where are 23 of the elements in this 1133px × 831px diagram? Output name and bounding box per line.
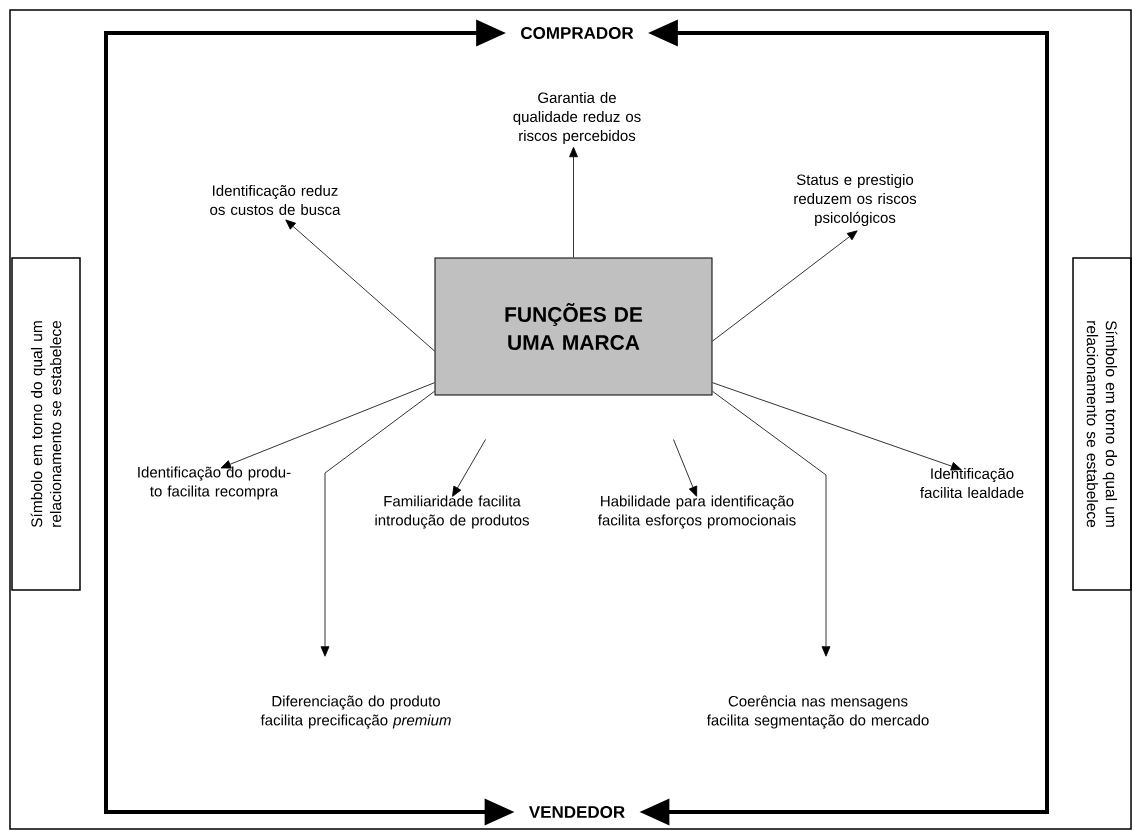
function-text: Coerência nas mensagens facilita segmentação do mercado <box>706 695 929 729</box>
arrow <box>220 382 435 469</box>
function-text: Diferenciação do produto facilita precificação premium <box>260 695 451 729</box>
function-text: Habilidade para identificação facilita esforços promocionais <box>598 495 796 529</box>
arrow <box>569 146 578 258</box>
arrow <box>673 439 698 497</box>
arrow <box>712 390 831 657</box>
symbol-box: Símbolo em torno do qual um relacionamento se estabelece <box>1072 257 1132 591</box>
function-text: Garantia de qualidade reduz os riscos percebidos <box>513 92 641 144</box>
function-text: Identificação reduz os custos de busca <box>210 185 341 215</box>
buyer-label: COMPRADOR <box>521 27 634 40</box>
function-box: FUNÇÕES DE UMA MARCA <box>434 257 713 396</box>
arrow <box>452 439 486 497</box>
arrow <box>285 219 435 352</box>
seller-label: VENDEDOR <box>528 806 625 819</box>
arrow <box>712 230 858 342</box>
function-text: Identificação facilita lealdade <box>920 468 1024 498</box>
function-text: Familiaridade facilita introdução de produtos <box>375 495 529 529</box>
function-text: Identificação do produ- to facilita recompra <box>138 466 291 500</box>
function-text: Status e prestigio reduzem os riscos psicológicos <box>794 174 917 226</box>
arrow <box>320 390 435 657</box>
symbol-box: Símbolo em torno do qual um relacionamento se estabelece <box>11 257 81 591</box>
arrow <box>712 382 962 471</box>
